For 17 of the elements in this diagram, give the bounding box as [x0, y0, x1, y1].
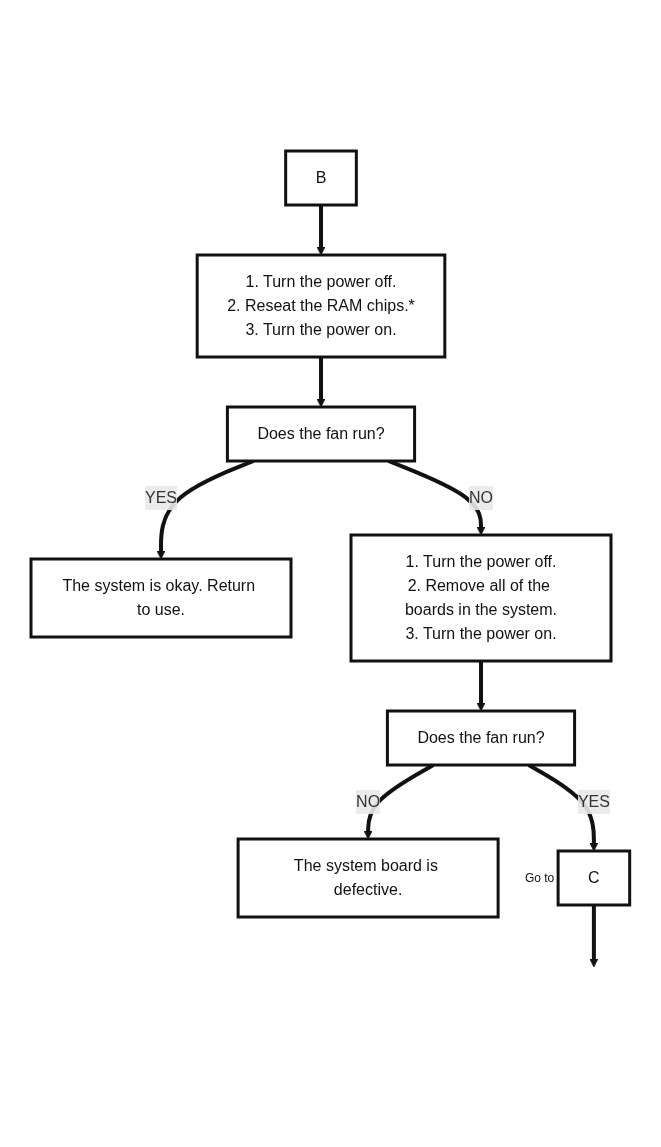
edge-label: YES — [578, 792, 611, 810]
node-box: 1. Turn the power off. 2. Remove all of the boards in the system. 3. Turn the power on. — [349, 533, 613, 662]
node-box: Does the fan run? — [386, 709, 577, 766]
edge-label: YES — [145, 488, 178, 506]
edge-label: NO — [356, 792, 381, 810]
node-box: B — [284, 149, 358, 206]
node-box: The system board is defective. — [236, 837, 500, 918]
arrow — [316, 204, 326, 255]
node-caption: Go to — [524, 870, 555, 885]
node-box: C — [556, 849, 632, 906]
arrow — [589, 904, 599, 967]
node-box: The system is okay. Return to use. — [29, 557, 293, 638]
arrow — [476, 660, 486, 711]
arrow — [316, 356, 326, 407]
edge-label: NO — [469, 488, 494, 506]
node-box: 1. Turn the power off. 2. Reseat the RAM chips.* 3. Turn the power on. — [195, 253, 447, 358]
node-box: Does the fan run? — [226, 405, 417, 462]
